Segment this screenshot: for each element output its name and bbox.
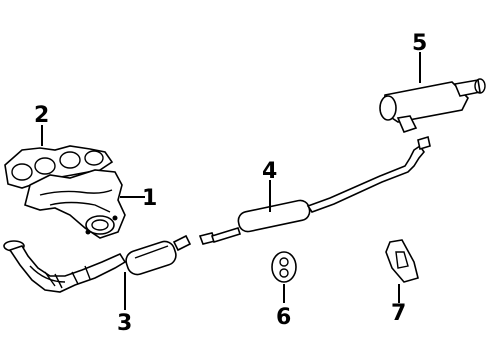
callout-7: 7 (391, 301, 406, 326)
front-pipe-catalytic-converter (3, 234, 192, 293)
hanger-insulator-round (271, 251, 297, 283)
callout-1: 1 (142, 186, 157, 211)
callout-6: 6 (276, 305, 291, 330)
center-pipe-resonator (198, 135, 431, 245)
callout-3: 3 (117, 311, 132, 336)
callout-2: 2 (34, 103, 49, 128)
exhaust-manifold (24, 169, 126, 239)
exhaust-pipe-support (385, 239, 419, 283)
leader-lines (41, 52, 421, 310)
callout-4: 4 (262, 159, 277, 184)
callout-5: 5 (412, 31, 427, 56)
tailpipe-muffler (379, 78, 486, 133)
